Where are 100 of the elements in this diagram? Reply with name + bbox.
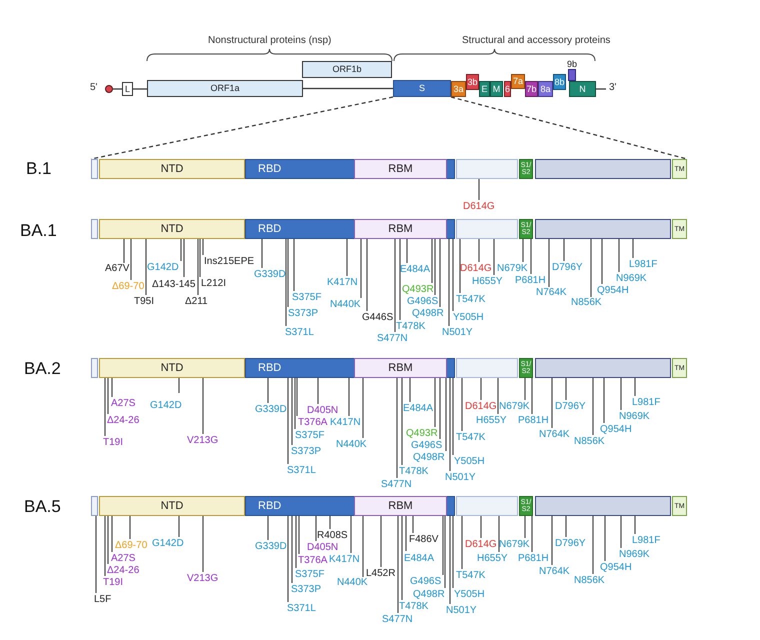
mutation-label: T478K — [399, 601, 428, 613]
leader-line — [178, 378, 180, 394]
leader-line — [530, 238, 532, 274]
gene-label: ORF1a — [210, 84, 240, 93]
gene-box — [511, 74, 525, 89]
mutation-label: N501Y — [442, 327, 473, 339]
mutation-label: N440K — [336, 439, 367, 451]
domain-box — [99, 358, 245, 378]
mutation-label: D405N — [307, 542, 338, 554]
mutation-label: E484A — [404, 553, 434, 565]
leader-line — [524, 516, 526, 538]
gene-box — [538, 81, 553, 97]
mutation-label: G496S — [411, 440, 442, 452]
leader-line — [632, 238, 634, 258]
mutation-label: N969K — [619, 411, 650, 423]
gene-box — [302, 61, 392, 78]
leader-line — [634, 516, 636, 534]
mutation-label: R408S — [317, 530, 348, 542]
leader-line — [202, 516, 204, 572]
mutation-label: H655Y — [477, 553, 508, 565]
leader-line — [348, 378, 350, 416]
mutation-label: Y505H — [453, 312, 484, 324]
spike-segment — [456, 219, 518, 239]
genome-line — [303, 88, 393, 90]
section-label: Structural and accessory proteins — [462, 36, 610, 46]
gene-box — [479, 81, 490, 97]
leader-line — [480, 516, 482, 538]
gene-label: 7b — [526, 84, 536, 94]
domain-box — [99, 496, 245, 516]
mutation-label: K417N — [329, 554, 360, 566]
leader-line — [350, 516, 352, 554]
domain-box — [354, 219, 447, 239]
mutation-label: T95I — [134, 296, 154, 308]
variant-label: BA.1 — [20, 222, 57, 239]
mutation-label: N501Y — [446, 605, 477, 617]
mutation-label: S477N — [381, 479, 412, 491]
mutation-label: D614G — [465, 539, 497, 551]
leader-line — [448, 238, 450, 326]
gene-box — [525, 81, 538, 97]
mutation-label: P681H — [518, 553, 549, 565]
leader-line — [360, 238, 362, 298]
spike-segment — [535, 496, 671, 516]
leader-line — [604, 516, 606, 562]
mutation-label: D614G — [463, 201, 495, 213]
mutation-label: H655Y — [472, 276, 503, 288]
mutation-label: N764K — [539, 429, 570, 441]
gene-label: E — [481, 84, 488, 94]
mutation-label: E484A — [403, 403, 434, 415]
mutation-label: T478K — [396, 321, 426, 333]
leader-line — [498, 516, 500, 552]
mutation-label: A67V — [105, 263, 130, 275]
domain-label: NTD — [160, 500, 184, 512]
leader-line — [394, 238, 396, 332]
mutation-label: G339D — [255, 541, 287, 553]
variant-label: B.1 — [26, 160, 52, 177]
leader-line — [104, 516, 106, 576]
mutation-label: Δ211 — [185, 296, 208, 308]
mutation-label: S371L — [287, 465, 316, 477]
mutation-label: G446S — [362, 312, 394, 324]
leader-line — [590, 238, 592, 298]
spike-segment — [535, 219, 671, 239]
gene-label: L — [124, 84, 130, 94]
mutation-label: Y505H — [454, 589, 485, 601]
mutation-label: N679K — [499, 539, 530, 551]
mutation-label: N501Y — [445, 472, 476, 484]
variant-label: BA.2 — [24, 360, 61, 377]
gene-label: N — [579, 84, 586, 94]
mutation-label: Q954H — [597, 285, 629, 297]
mutation-label: F486V — [409, 534, 438, 546]
leader-line — [452, 516, 454, 588]
mutation-label: D614G — [460, 263, 492, 275]
spike-segment — [456, 358, 518, 378]
mutation-label: Ins215EPE — [204, 256, 254, 268]
leader-line — [434, 238, 436, 296]
domain-label: RBM — [388, 164, 413, 174]
spike-segment — [91, 496, 98, 516]
spike-segment — [91, 159, 98, 179]
leader-line — [396, 378, 398, 478]
gene-box — [122, 82, 133, 96]
domain-box — [245, 159, 455, 179]
mutation-label: T19I — [103, 437, 124, 449]
mutation-label: G339D — [255, 404, 287, 416]
mutation-label: S373P — [288, 308, 318, 320]
mutation-label: S375F — [295, 430, 324, 442]
leader-line — [478, 238, 480, 262]
leader-line — [522, 238, 524, 262]
mutation-label: T19I — [103, 577, 124, 589]
domain-label: RBD — [258, 164, 282, 174]
gene-label: M — [492, 84, 500, 94]
mutation-label: S375F — [292, 292, 322, 304]
leader-line — [180, 238, 182, 262]
gene-label: 3a — [453, 84, 464, 94]
mutation-label: V213G — [187, 435, 218, 447]
leader-line — [620, 378, 622, 410]
end-label: 3' — [609, 83, 616, 93]
domain-label: RBM — [388, 224, 413, 234]
mutation-label: L5F — [94, 594, 112, 606]
gene-box — [393, 80, 451, 97]
mutation-label: L212I — [201, 278, 226, 290]
leader-line — [480, 378, 482, 400]
